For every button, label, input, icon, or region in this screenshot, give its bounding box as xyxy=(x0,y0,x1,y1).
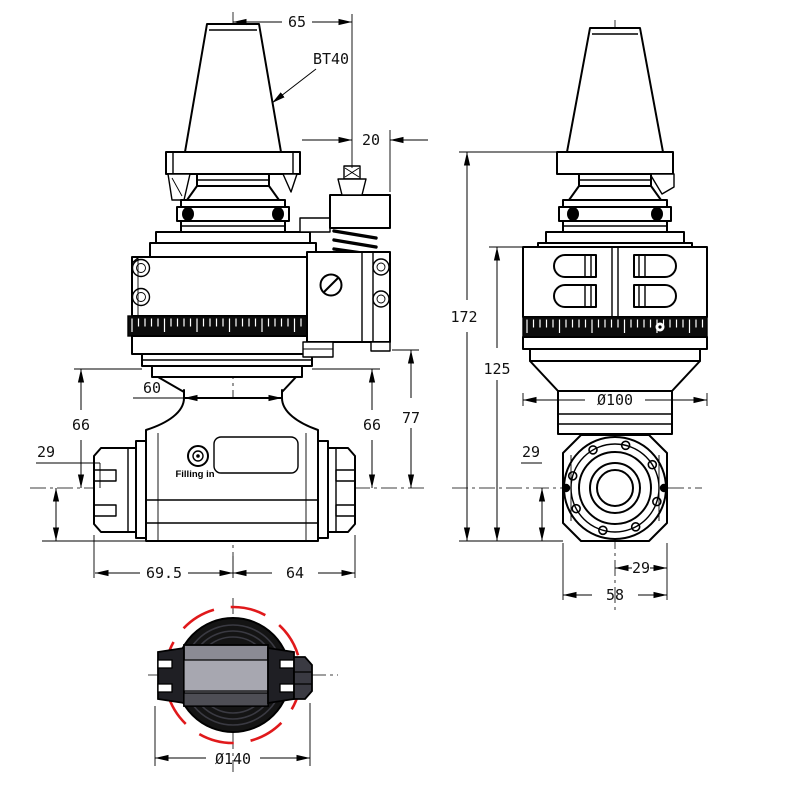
front-right-collet-nut xyxy=(317,440,356,539)
side-dimple-right xyxy=(659,483,669,493)
front-graduation-band xyxy=(127,315,321,337)
face-screw-icon xyxy=(630,522,641,532)
dim-140-label: Ø140 xyxy=(215,750,251,768)
dim-66-right-label: 66 xyxy=(363,416,381,434)
side-flange xyxy=(537,151,693,248)
side-taper-cone xyxy=(566,27,664,153)
flange-ball-right xyxy=(651,207,663,221)
top-end-cap xyxy=(293,656,313,700)
dim-29-edge-label: 29 xyxy=(632,559,650,577)
dimensions-front: 65 BT40 20 60 66 66 77 29 xyxy=(36,13,428,582)
front-stop-block xyxy=(299,165,391,358)
dim-60-label: 60 xyxy=(143,379,161,397)
dim-29-front-label: 29 xyxy=(37,443,55,461)
front-flange xyxy=(149,151,317,258)
dim-172-label: 172 xyxy=(450,308,477,326)
flange-ball-left xyxy=(182,207,194,221)
clamp-slot xyxy=(633,254,677,278)
face-screw-icon xyxy=(588,445,598,455)
face-screw-icon xyxy=(598,525,608,536)
dim-100-label: Ø100 xyxy=(597,391,633,409)
dim-64-label: 64 xyxy=(286,564,304,582)
fill-port-label: Filling in xyxy=(175,469,214,480)
side-dimple-left xyxy=(561,483,571,493)
dim-66-left-label: 66 xyxy=(72,416,90,434)
flange-ball-right xyxy=(272,207,284,221)
dim-77-label: 77 xyxy=(402,409,420,427)
taper-spec-label: BT40 xyxy=(313,50,349,68)
dim-125-label: 125 xyxy=(483,360,510,378)
front-body xyxy=(127,256,324,399)
clamp-slot xyxy=(553,284,597,308)
spindle-screws xyxy=(567,440,662,536)
side-graduation-band xyxy=(522,316,708,338)
dimensions-top: Ø140 xyxy=(154,703,311,768)
clamp-slot xyxy=(553,254,597,278)
plate-screw-icon xyxy=(372,258,390,276)
front-scale-ticks xyxy=(131,318,315,332)
top-spindle-housing xyxy=(157,644,313,707)
face-screw-icon xyxy=(652,496,662,507)
oil-fill-port-icon xyxy=(187,445,209,467)
dim-58-label: 58 xyxy=(606,586,624,604)
front-left-collet-nut xyxy=(93,440,147,539)
side-view xyxy=(522,27,708,542)
top-view xyxy=(157,605,313,745)
dimensions-side: 172 125 Ø100 29 29 58 xyxy=(450,151,708,604)
slotted-screw-icon xyxy=(319,273,343,297)
front-taper-cone xyxy=(184,23,282,153)
dim-69.5-label: 69.5 xyxy=(146,564,182,582)
side-body xyxy=(522,246,708,435)
body-screw-icon xyxy=(131,258,151,278)
face-screw-icon xyxy=(620,440,631,451)
dim-29-side-label: 29 xyxy=(522,443,540,461)
side-spindle-face xyxy=(561,434,669,542)
front-view: Filling in xyxy=(93,23,391,542)
face-screw-icon xyxy=(567,471,578,481)
front-spindle-head: Filling in xyxy=(145,397,319,542)
dim-20-label: 20 xyxy=(362,131,380,149)
clamp-slot xyxy=(633,284,677,308)
body-screw-icon xyxy=(131,287,151,307)
face-screw-icon xyxy=(647,459,658,470)
nameplate xyxy=(213,436,299,474)
dim-65-label: 65 xyxy=(288,13,306,31)
plate-screw-icon xyxy=(372,290,390,308)
face-screw-icon xyxy=(571,503,581,514)
flange-ball-left xyxy=(567,207,579,221)
